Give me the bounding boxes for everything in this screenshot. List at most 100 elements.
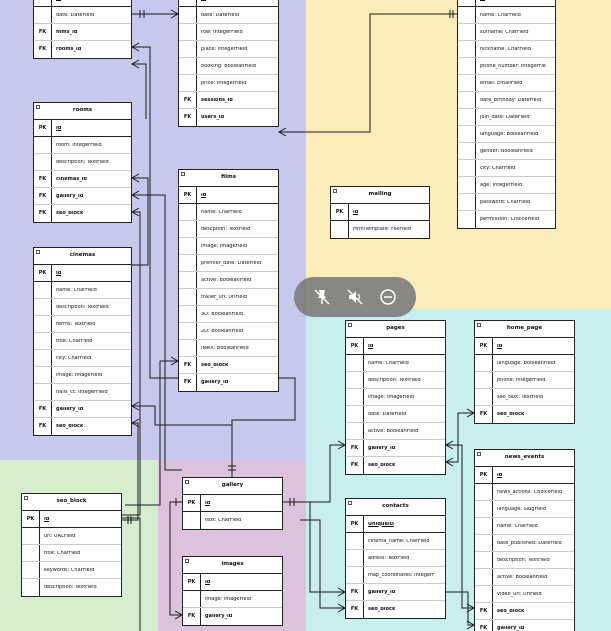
table-row: description: TextField xyxy=(346,372,445,389)
key-cell xyxy=(458,143,476,159)
field-cell: users_id xyxy=(201,115,225,120)
key-cell: FK xyxy=(346,457,364,474)
table-collapse-icon[interactable] xyxy=(348,501,352,505)
key-cell xyxy=(458,194,476,210)
table-row: city: CharField xyxy=(34,350,131,367)
field-cell: halls_ct: IntegerField xyxy=(56,389,108,395)
key-cell xyxy=(179,41,197,57)
key-cell xyxy=(458,92,476,108)
line-cinemas-seo xyxy=(122,422,139,521)
key-cell xyxy=(34,367,52,383)
table-collapse-icon[interactable] xyxy=(333,189,337,193)
key-cell xyxy=(22,579,40,596)
line-contacts-news xyxy=(446,591,474,626)
table-header: rooms xyxy=(34,103,131,120)
table-row: date: DateField xyxy=(179,7,278,24)
field-cell: permission: ChoiceField xyxy=(480,217,540,222)
many-marker xyxy=(130,173,140,183)
key-cell: FK xyxy=(179,374,197,391)
table-collapse-icon[interactable] xyxy=(36,250,40,254)
key-cell xyxy=(179,75,197,91)
table-header: cinemas xyxy=(34,248,131,265)
table-collapse-icon[interactable] xyxy=(348,323,352,327)
mute-button[interactable] xyxy=(344,286,366,308)
key-cell: FK xyxy=(34,41,52,58)
table-row: image: ImageField xyxy=(34,367,131,384)
minus-circle-button[interactable] xyxy=(377,286,399,308)
table-row: name: CharField xyxy=(458,7,555,24)
table-row: row: IntegerField xyxy=(179,24,278,41)
table-row: title: CharField xyxy=(22,545,121,562)
table-row: premiér_date: DateField xyxy=(179,255,278,272)
key-cell xyxy=(346,423,364,439)
field-cell: description: TextField xyxy=(56,159,109,165)
key-cell: PK xyxy=(346,516,364,532)
table-row: language: BooleanField xyxy=(458,126,555,143)
field-cell: price: IntegerField xyxy=(201,80,247,86)
field-cell: cinemas_id xyxy=(56,176,87,182)
table-row: city: CharField xyxy=(458,160,555,177)
pin-off-button[interactable] xyxy=(311,286,333,308)
line-rooms-gallery xyxy=(132,194,182,471)
field-cell: trailer_url: UrlField xyxy=(201,294,248,300)
table-collapse-icon[interactable] xyxy=(36,105,40,109)
table-row: name: CharField xyxy=(346,355,445,372)
table-collapse-icon[interactable] xyxy=(181,172,185,176)
table-row: room: IntegerField xyxy=(34,137,131,154)
table-collapse-icon[interactable] xyxy=(477,452,481,456)
field-cell: phone_number: IntegerFie xyxy=(480,63,546,69)
table-row: permission: ChoiceField xyxy=(458,211,555,228)
field-cell: image: ImageField xyxy=(205,596,252,602)
field-cell: id xyxy=(44,516,50,522)
field-cell: name: CharField xyxy=(201,209,242,215)
table-row: email: EmailField xyxy=(458,75,555,92)
field-cell: gallery_id xyxy=(201,380,229,385)
table-collapse-icon[interactable] xyxy=(24,496,28,500)
key-cell xyxy=(34,282,52,298)
key-cell: FK xyxy=(34,205,52,222)
key-cell xyxy=(179,238,197,254)
field-cell: city: CharField xyxy=(480,165,516,171)
key-cell xyxy=(458,24,476,40)
field-cell: password: CharField xyxy=(480,199,531,205)
field-cell: row: IntegerField xyxy=(201,29,243,35)
key-cell xyxy=(346,372,364,388)
table-collapse-icon[interactable] xyxy=(477,323,481,327)
line-tickets-users xyxy=(279,13,457,133)
table-row: title: CharField xyxy=(34,333,131,350)
key-cell xyxy=(179,340,197,356)
table-collapse-icon[interactable] xyxy=(185,559,189,563)
key-cell xyxy=(346,533,364,549)
table-row: video_url: UrlField xyxy=(475,586,574,603)
field-cell: rooms_id xyxy=(56,47,82,52)
key-cell xyxy=(346,389,364,405)
key-cell: FK xyxy=(179,92,197,108)
key-cell xyxy=(34,384,52,400)
key-cell xyxy=(458,177,476,193)
table-row: news_actions: ChoiceField xyxy=(475,484,574,501)
table-collapse-icon[interactable] xyxy=(185,480,189,484)
